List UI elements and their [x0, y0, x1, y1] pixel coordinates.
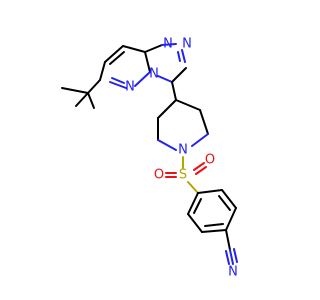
atom-labels: N N N N N S O O N — [125, 37, 238, 280]
bond — [144, 51, 151, 73]
nitrile-group — [225, 229, 238, 265]
bond — [99, 61, 106, 81]
atom-label-o2: O — [205, 153, 215, 168]
bond — [218, 195, 231, 211]
bond — [157, 75, 173, 83]
bond — [144, 44, 163, 53]
molecule-svg: N N N N N S O O N — [61, 37, 238, 280]
atom-label-n3: N — [163, 37, 173, 52]
bond — [134, 71, 151, 87]
atom-label-n4: N — [182, 37, 192, 52]
bond — [181, 49, 186, 63]
atom-label-n1: N — [125, 80, 135, 95]
bond — [187, 192, 199, 215]
bond — [122, 45, 146, 53]
benzene-ring — [187, 189, 237, 233]
bond — [187, 181, 199, 194]
bond — [87, 79, 101, 94]
bond — [193, 198, 202, 214]
atom-label-n2: N — [149, 67, 159, 82]
triazole-ring — [157, 43, 187, 83]
atom-label-n5: N — [178, 143, 188, 158]
bond — [157, 139, 177, 151]
bond — [175, 99, 201, 111]
bond — [191, 133, 209, 147]
bond — [161, 43, 177, 46]
bond — [199, 109, 209, 135]
tert-butyl-group — [61, 79, 101, 109]
pyridazine-ring — [99, 44, 163, 89]
bond — [75, 92, 89, 107]
bond — [177, 51, 181, 62]
bond — [225, 229, 231, 251]
bond — [171, 81, 177, 101]
atom-label-s: S — [179, 168, 187, 183]
bond — [104, 45, 124, 63]
bond — [109, 51, 125, 65]
bond — [225, 207, 237, 231]
bond — [193, 162, 205, 171]
bond — [201, 229, 227, 233]
bond — [157, 99, 177, 119]
sulfonyl-group — [165, 156, 207, 194]
atom-label-o1: O — [154, 168, 164, 183]
bond — [195, 166, 207, 175]
bond — [197, 189, 223, 194]
bond — [61, 87, 89, 94]
bond — [187, 213, 203, 233]
bond — [204, 223, 224, 227]
molecule-structure-diagram: N N N N N S O O N — [61, 37, 238, 280]
bond — [171, 67, 187, 83]
bond — [221, 189, 237, 209]
bond — [87, 92, 95, 109]
piperidine-ring — [157, 99, 209, 151]
atom-label-n6: N — [228, 265, 238, 280]
bond — [109, 81, 127, 89]
bond — [229, 249, 234, 265]
bond — [225, 250, 230, 265]
bond — [111, 77, 125, 84]
bond — [233, 248, 238, 263]
